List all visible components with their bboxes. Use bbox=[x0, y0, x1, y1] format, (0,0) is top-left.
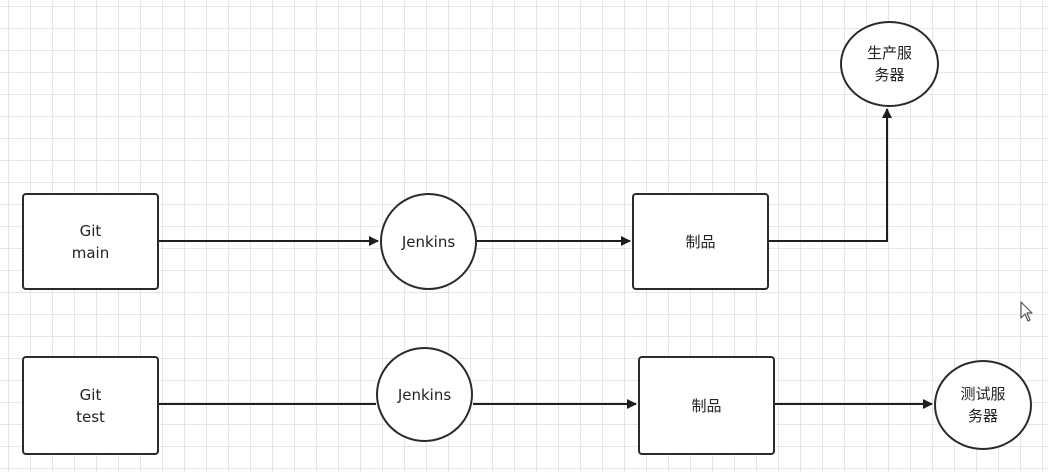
mouse-cursor-icon bbox=[1020, 301, 1033, 322]
test-server-node[interactable]: 测试服 务器 bbox=[934, 360, 1032, 450]
jenkins-main-node[interactable]: Jenkins bbox=[380, 193, 477, 290]
edge-artifact-main-to-prod-server bbox=[769, 108, 892, 242]
artifact-main-node[interactable]: 制品 bbox=[632, 193, 769, 290]
git-main-node[interactable]: Git main bbox=[22, 193, 159, 290]
jenkins-test-node[interactable]: Jenkins bbox=[376, 347, 473, 442]
prod-server-node[interactable]: 生产服 务器 bbox=[840, 21, 939, 107]
artifact-test-node[interactable]: 制品 bbox=[638, 356, 775, 455]
git-test-node[interactable]: Git test bbox=[22, 356, 159, 455]
